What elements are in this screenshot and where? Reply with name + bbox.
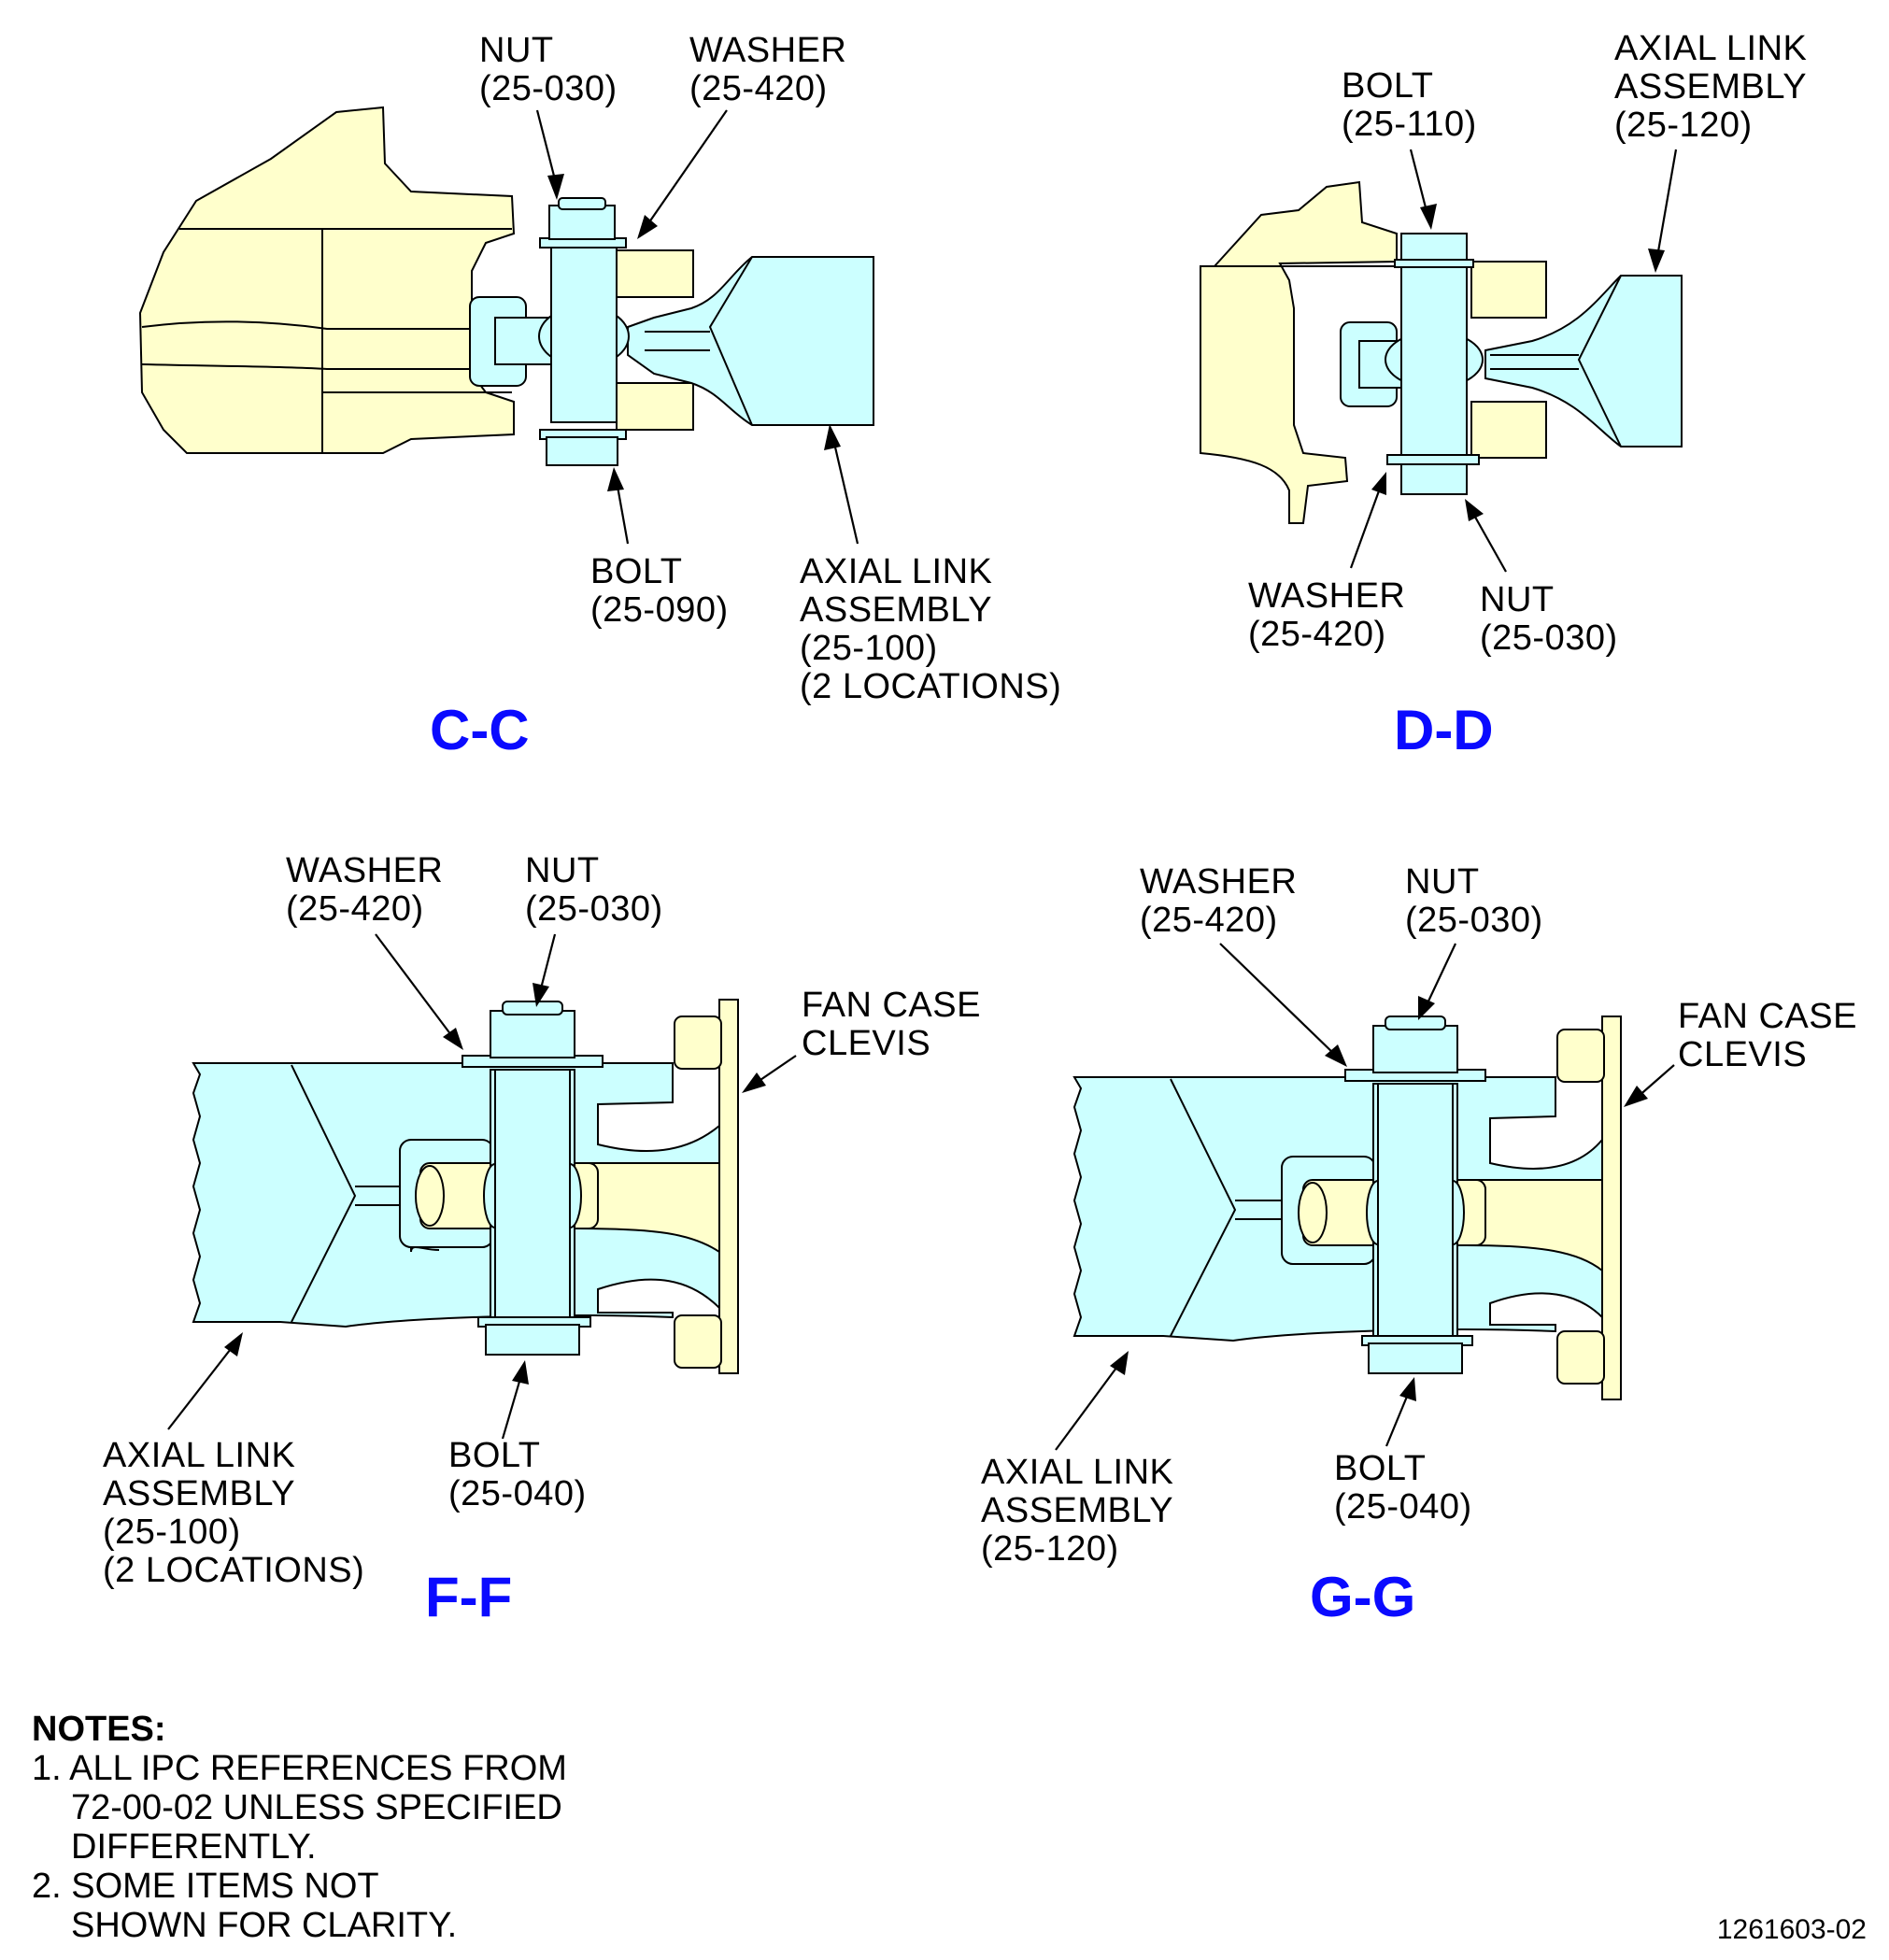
gg-bolt-head [1368, 1342, 1463, 1374]
gg-nut-top [1372, 1025, 1458, 1073]
notes-block: NOTES: 1. ALL IPC REFERENCES FROM 72-00-… [32, 1710, 567, 1945]
dd-washer-label: WASHER(25-420) [1248, 576, 1406, 654]
section-ff-drawing [192, 999, 739, 1374]
leader-lines [167, 109, 1678, 1451]
dd-bolt-head [1400, 233, 1468, 264]
dd-clevis-upper-lug [1470, 261, 1547, 319]
cc-nut-label: NUT(25-030) [479, 31, 618, 108]
dd-nut-bottom [1400, 463, 1468, 495]
gg-section-title: G-G [1310, 1566, 1416, 1628]
dd-clevis-lower-lug [1470, 401, 1547, 459]
gg-bolt-label: BOLT(25-040) [1334, 1449, 1472, 1527]
gg-clevis-flange [1601, 1016, 1622, 1400]
note-2: 2. SOME ITEMS NOT SHOWN FOR CLARITY. [32, 1867, 458, 1945]
cc-section-title: C-C [430, 699, 530, 761]
cc-case-body [138, 106, 516, 454]
notes-heading: NOTES: [32, 1710, 166, 1749]
gg-nut-label: NUT(25-030) [1405, 862, 1543, 940]
section-cc-drawing [138, 106, 874, 466]
ff-bolt-label: BOLT(25-040) [448, 1436, 587, 1513]
section-gg-drawing [1072, 1016, 1622, 1400]
ff-clevis-flange [718, 999, 739, 1374]
ff-nut-top [490, 1010, 575, 1058]
dd-nut-label: NUT(25-030) [1480, 580, 1618, 658]
cc-clevis-upper-lug [616, 249, 694, 298]
cc-bolt-head [546, 436, 618, 466]
dd-washer-bottom [1386, 454, 1480, 465]
cc-nut-top [548, 205, 616, 240]
dd-section-title: D-D [1394, 699, 1494, 761]
gg-washer-label: WASHER(25-420) [1140, 862, 1298, 940]
note-1: 1. ALL IPC REFERENCES FROM 72-00-02 UNLE… [32, 1749, 567, 1867]
cc-washer-label: WASHER(25-420) [689, 31, 847, 108]
ff-bolt-head [485, 1324, 580, 1356]
ff-section-title: F-F [425, 1566, 513, 1628]
cc-bolt-label: BOLT(25-090) [590, 552, 729, 630]
ff-nut-label: NUT(25-030) [525, 851, 663, 929]
dd-link-assembly [1484, 275, 1683, 447]
cc-clevis-lower-lug [616, 382, 694, 431]
dd-bolt-label: BOLT(25-110) [1342, 66, 1477, 144]
figure-number: 1261603-02 [1716, 1914, 1867, 1945]
dd-case-body [1200, 180, 1398, 524]
ff-washer-label: WASHER(25-420) [286, 851, 444, 929]
section-dd-drawing [1200, 180, 1683, 524]
cc-link-assembly [627, 256, 874, 426]
